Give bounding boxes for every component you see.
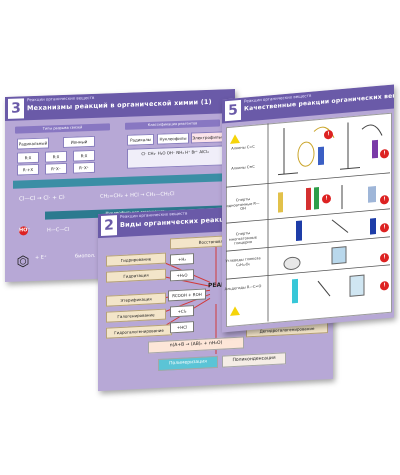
benzene-icon <box>17 252 29 268</box>
poster-3: 3 Реакции органических веществ Механизмы… <box>5 88 235 283</box>
formula-box: R:X <box>73 149 95 162</box>
poster-header: 3 Реакции органических веществ Механизмы… <box>5 88 235 122</box>
formula-box: R⁻X⁺ <box>73 161 95 174</box>
chain-formula: Cl—Cl → Cl· + Cl· <box>19 194 66 203</box>
formula-box: R·+X <box>17 163 39 176</box>
formula-box: R⁺X⁻ <box>45 162 67 175</box>
reagent-cl2: +Cl₂ <box>170 305 194 318</box>
substitution-formula: H—C—Cl <box>47 226 70 234</box>
poster-5: 5 Реакции органических веществ Качествен… <box>222 84 394 333</box>
formula-box: R:X <box>17 151 39 164</box>
poster-series: Реакции органических веществ <box>27 94 95 103</box>
biopolymer-label: биопол. <box>75 252 96 260</box>
lab-apparatus-illustration <box>226 122 390 322</box>
reagent-h2: +H₂ <box>170 253 194 266</box>
formula-box: R:X <box>45 150 67 163</box>
nucleophiles-label: Нуклеофилы <box>157 132 189 145</box>
radical-label: Радикальный <box>17 137 49 150</box>
reagent-h2o: +H₂O <box>170 269 194 282</box>
addition-equation: CH₂=CH₂ + HCl → CH₃—CH₂Cl <box>100 191 175 200</box>
radicals-label: Радикалы <box>127 133 154 146</box>
reagent-hcl: +HCl <box>170 321 194 334</box>
reagent-examples: Cl· CH₃· H₂O OH⁻ NH₃ H⁺ Br⁺ AlCl₃ <box>127 145 223 169</box>
electrophile-label: + E⁺ <box>35 254 47 261</box>
electrophiles-label: Электрофилы <box>191 131 223 144</box>
tab-bond-types: Типы разрыва связей <box>15 123 110 134</box>
ionic-label: Ионный <box>63 135 95 148</box>
poster-number: 3 <box>8 98 24 119</box>
band-strip <box>13 173 227 189</box>
tab-reagent-classes: Классификация реагентов <box>125 119 220 130</box>
hydroxide-ion: HO⁻ <box>19 226 31 236</box>
reagent-acid-alcohol: RCOOH + ROH <box>168 288 206 302</box>
